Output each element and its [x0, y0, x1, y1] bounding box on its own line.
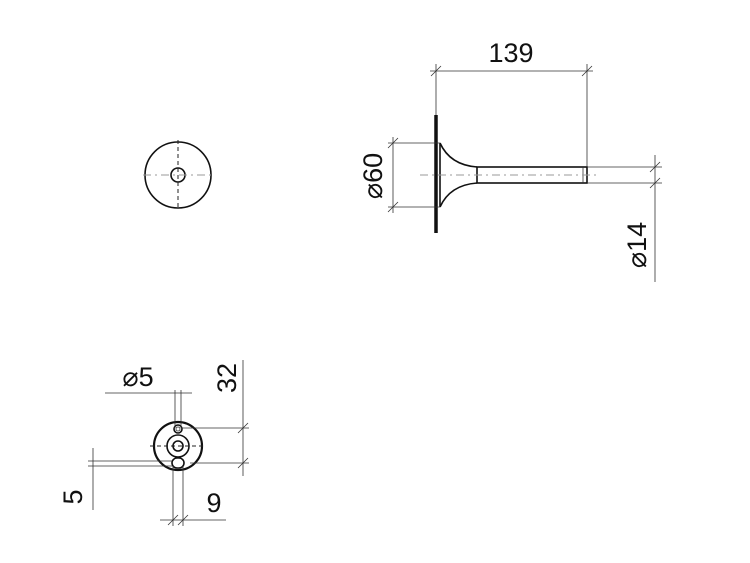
- hole-spacing-label: 32: [212, 363, 242, 393]
- rod-diameter-label: ⌀14: [622, 222, 652, 268]
- length-label: 139: [488, 38, 533, 68]
- side-view: 139 ⌀60 ⌀14: [358, 38, 662, 282]
- front-view: [143, 140, 213, 210]
- slot-height-label: 5: [58, 489, 88, 504]
- screw-hole: [173, 424, 183, 434]
- slot-width-label: 9: [206, 488, 221, 518]
- flange-diameter-label: ⌀60: [358, 153, 388, 199]
- trumpet-body: [439, 142, 478, 208]
- rear-view: ⌀5 32 5 9: [58, 360, 249, 526]
- hole-diameter-label: ⌀5: [122, 362, 153, 392]
- slot: [171, 457, 185, 469]
